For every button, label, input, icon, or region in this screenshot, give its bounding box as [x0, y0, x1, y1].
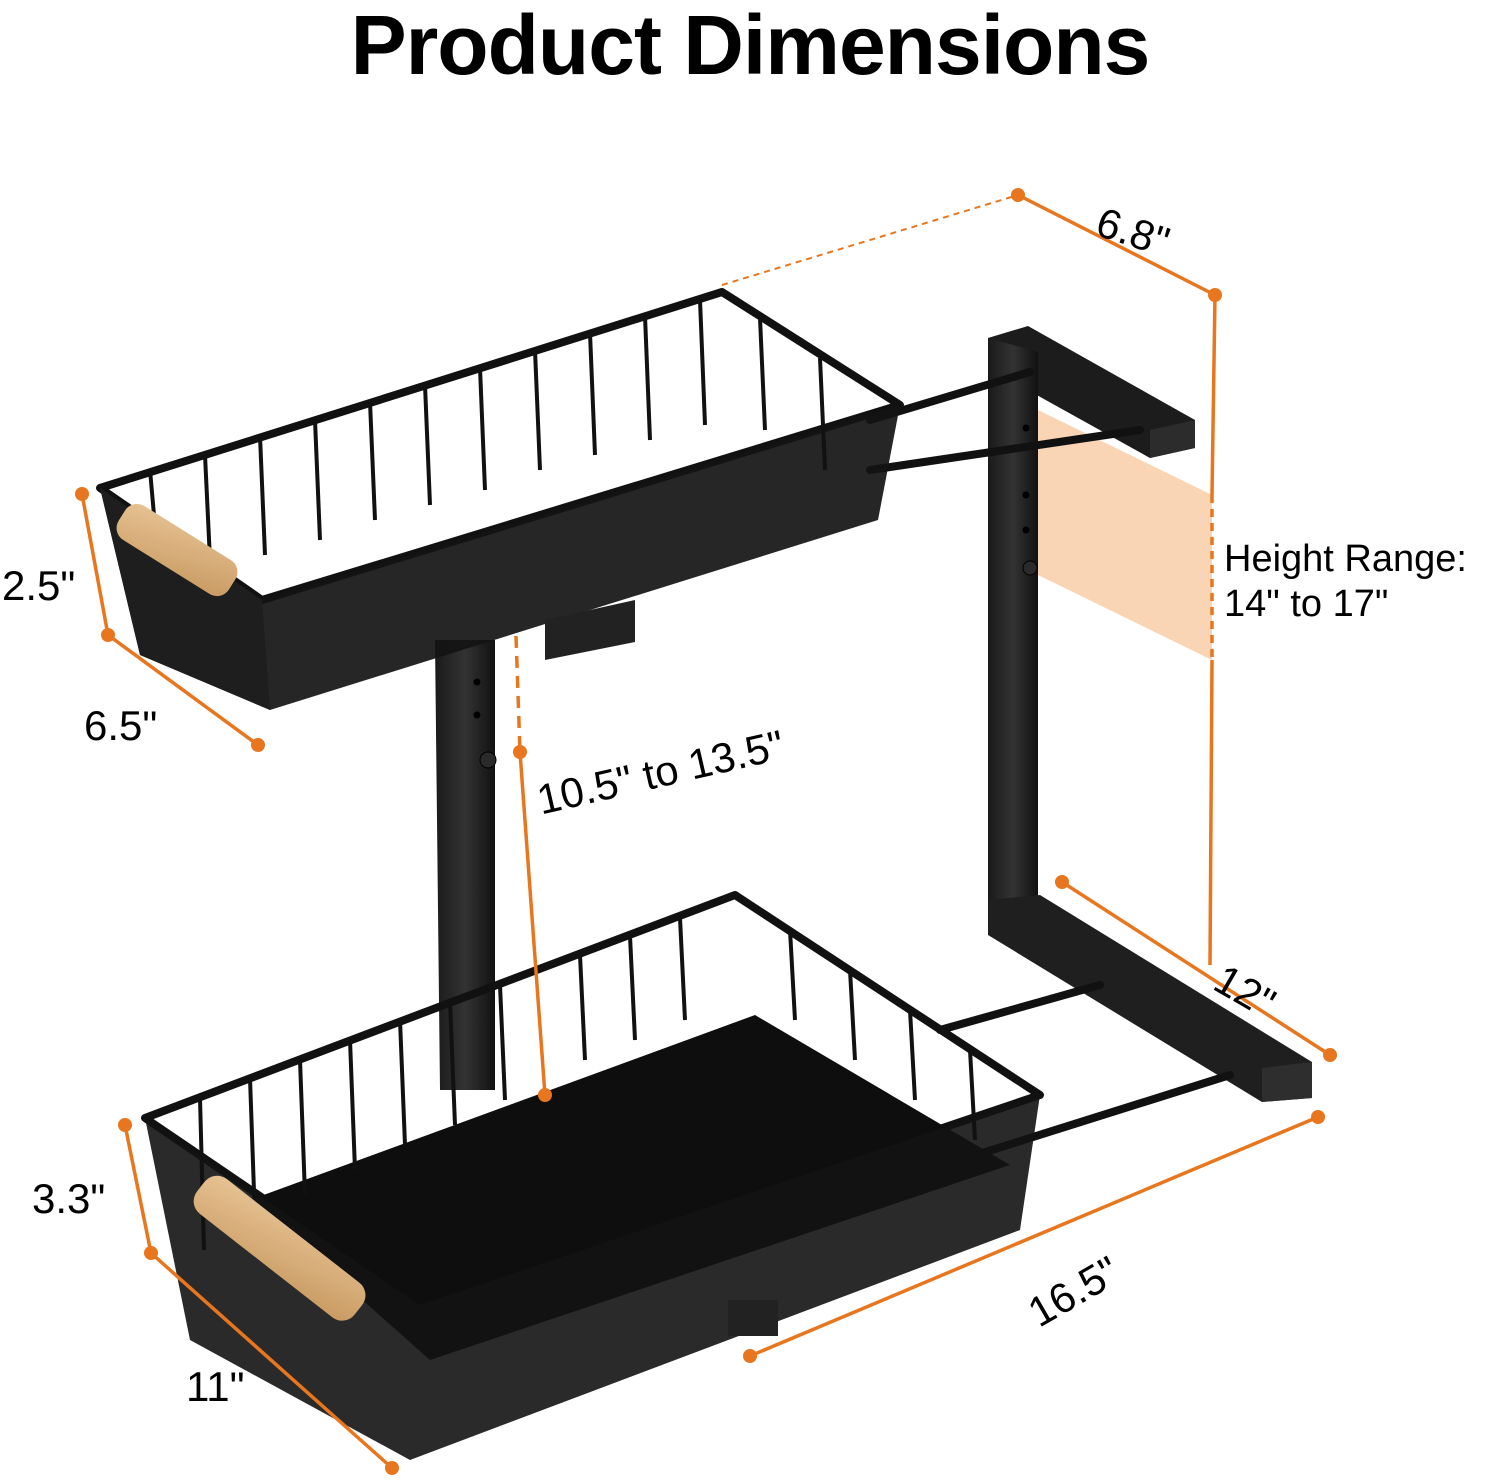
- height-range-highlight: [1038, 410, 1212, 660]
- top-wood-handle: [116, 503, 238, 597]
- dimension-lines: [80, 193, 1331, 1470]
- left-frame: [435, 640, 497, 1090]
- bottom-basket: [141, 891, 1044, 1460]
- right-frame: [988, 326, 1312, 1102]
- page-title: Product Dimensions: [350, 0, 1151, 92]
- bottom-wood-handle: [193, 1175, 366, 1321]
- label-top-basket-height: 2.5": [2, 562, 76, 609]
- label-height-range-title: Height Range:: [1224, 538, 1467, 580]
- top-basket: [96, 288, 904, 710]
- label-bottom-basket-width: 11": [186, 1363, 245, 1410]
- label-top-basket-width: 6.5": [84, 702, 158, 749]
- label-height-range-value: 14" to 17": [1224, 583, 1389, 625]
- dimension-endpoints: [75, 188, 1337, 1475]
- label-bottom-basket-height: 3.3": [32, 1175, 106, 1222]
